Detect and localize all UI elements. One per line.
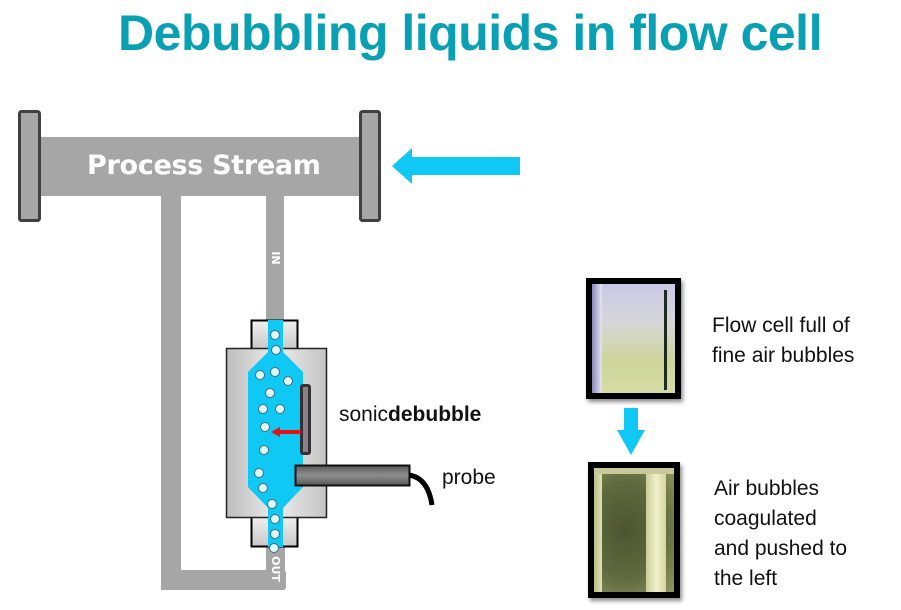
- photo-before-caption: Flow cell full of fine air bubbles: [712, 311, 854, 371]
- air-bubbles: [254, 330, 293, 553]
- probe-cable: [408, 472, 435, 506]
- page-title: Debubbling liquids in flow cell: [118, 5, 822, 61]
- inlet-pipe: [266, 195, 284, 323]
- caption-line: fine air bubbles: [712, 344, 855, 367]
- photo-before: [586, 278, 681, 399]
- caption-line: Flow cell full of: [712, 314, 850, 337]
- caption-line: Air bubbles: [714, 477, 820, 500]
- air-bubble: [265, 388, 275, 398]
- flow-direction-arrow-icon: [392, 148, 520, 184]
- caption-line: the left: [714, 567, 778, 590]
- process-stream-label: Process Stream: [87, 150, 321, 181]
- air-bubble: [270, 330, 280, 340]
- sonic-prefix: sonic: [339, 403, 389, 426]
- air-bubble: [283, 376, 293, 386]
- outlet-label: OUT: [269, 556, 282, 582]
- air-bubble: [258, 404, 268, 414]
- air-bubble: [270, 367, 280, 377]
- air-bubble: [270, 529, 280, 539]
- air-bubble: [254, 468, 264, 478]
- air-bubble: [269, 543, 279, 553]
- debubble-brand: debubble: [388, 403, 482, 426]
- air-bubble: [258, 483, 268, 493]
- air-bubble: [260, 422, 270, 432]
- process-stream-pipe: [38, 137, 364, 196]
- right-flange: [359, 110, 381, 222]
- return-pipe-horizontal: [161, 570, 286, 590]
- air-bubble: [270, 514, 280, 524]
- outlet-pipe: [266, 540, 285, 590]
- inlet-label: IN: [269, 251, 282, 265]
- air-bubble: [271, 345, 281, 355]
- air-bubble: [255, 370, 265, 380]
- return-pipe-vertical: [161, 195, 181, 590]
- probe-label: probe: [442, 466, 496, 489]
- air-bubble: [275, 404, 285, 414]
- caption-line: and pushed to: [714, 537, 848, 560]
- probe-body: [294, 464, 411, 487]
- sequence-arrow-icon: [617, 408, 645, 455]
- left-flange: [18, 110, 41, 222]
- caption-line: coagulated: [714, 507, 817, 530]
- air-bubble: [259, 445, 269, 455]
- sonic-transducer: [300, 384, 311, 455]
- push-arrow-icon: [271, 427, 301, 437]
- photo-after-caption: Air bubbles coagulated and pushed to the…: [714, 474, 847, 594]
- photo-after: [588, 462, 680, 598]
- air-bubble: [267, 499, 277, 509]
- sonicdebubble-label: sonicdebubble: [339, 403, 481, 427]
